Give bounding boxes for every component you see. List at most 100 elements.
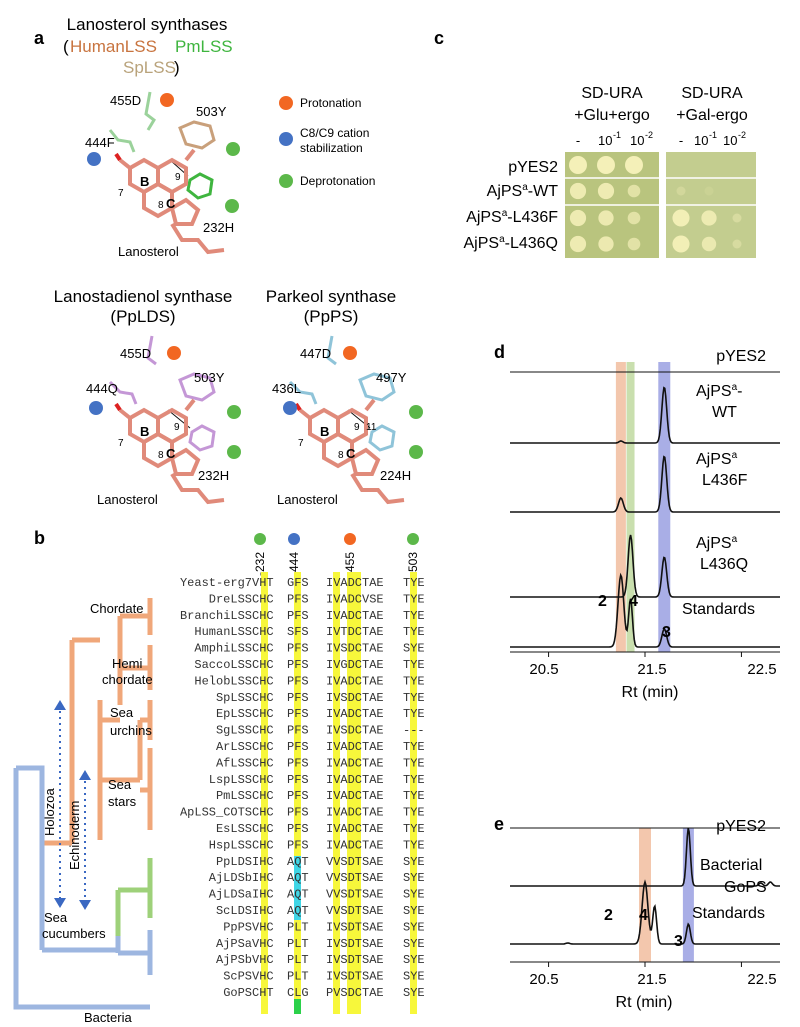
group-stars-2: stars bbox=[108, 794, 137, 809]
align-s2-5: PFS bbox=[287, 658, 309, 672]
spot-glu-3-2 bbox=[627, 237, 641, 251]
align-s3-20: VVSDTSAE bbox=[326, 904, 384, 918]
gal-header-2: +Gal-ergo bbox=[676, 107, 748, 124]
align-s4-15: TYE bbox=[403, 822, 425, 836]
pos-444: -444 bbox=[287, 552, 301, 576]
d-tick-0: 20.5 bbox=[529, 661, 558, 678]
align-s2-20: AQT bbox=[287, 904, 309, 918]
align-s2-23: PLT bbox=[287, 953, 309, 967]
align-s1-24: VHC bbox=[252, 970, 274, 984]
lss-stabilization-dot bbox=[87, 152, 101, 166]
align-s3-24: IVSDTSAE bbox=[326, 970, 384, 984]
align-s1-1: CHC bbox=[252, 592, 274, 606]
align-s1-9: CHC bbox=[252, 724, 274, 738]
trace-e-0: pYES2 bbox=[716, 818, 766, 835]
lds-deprotonation-dot-2 bbox=[227, 445, 241, 459]
align-s1-4: CHC bbox=[252, 642, 274, 656]
align-s3-14: IVADCTAE bbox=[326, 806, 384, 820]
lds-structure bbox=[108, 335, 226, 504]
spot-glu-2-0 bbox=[569, 209, 587, 227]
align-name-11: AfLSS bbox=[216, 756, 252, 770]
align-name-3: HumanLSS bbox=[194, 625, 252, 639]
group-echinoderm: Echinoderm bbox=[67, 801, 82, 870]
hl-232 bbox=[261, 572, 268, 1014]
align-s2-7: PFS bbox=[287, 691, 309, 705]
lss-deprotonation-dot-2 bbox=[225, 199, 239, 213]
align-name-20: ScLDS bbox=[216, 904, 252, 918]
align-s4-17: SYE bbox=[403, 855, 425, 869]
chart-e-trace-1 bbox=[510, 828, 780, 887]
group-cucumbers-2: cucumbers bbox=[42, 926, 106, 941]
align-s1-10: CHC bbox=[252, 740, 274, 754]
align-s4-3: TYE bbox=[403, 625, 425, 639]
align-s3-10: IVADCTAE bbox=[326, 740, 384, 754]
align-s2-21: PLT bbox=[287, 920, 309, 934]
peak-e-2: 2 bbox=[604, 907, 613, 924]
glu-header-2: +Glu+ergo bbox=[574, 107, 650, 124]
align-s1-20: IHC bbox=[252, 904, 274, 918]
pos-455: -455 bbox=[343, 552, 357, 576]
spot-gal-1-1 bbox=[704, 186, 714, 196]
align-s2-4: PFS bbox=[287, 642, 309, 656]
group-stars-1: Sea bbox=[108, 777, 132, 792]
chart-d-band-0 bbox=[615, 362, 626, 652]
align-name-25: GoPS bbox=[223, 986, 252, 1000]
trace-d-2: AjPSa bbox=[696, 450, 738, 468]
pps-subtitle: (PpPS) bbox=[304, 307, 359, 326]
align-s3-8: IVADCTAE bbox=[326, 707, 384, 721]
align-s4-11: TYE bbox=[403, 756, 425, 770]
align-s4-6: TYE bbox=[403, 674, 425, 688]
align-s3-2: IVADCTAE bbox=[326, 609, 384, 623]
align-s1-15: CHC bbox=[252, 822, 274, 836]
pps-protonation-dot bbox=[343, 346, 357, 360]
align-s1-19: IHC bbox=[252, 888, 274, 902]
panel-a-label: a bbox=[34, 28, 45, 48]
pps-res-224: 224H bbox=[380, 468, 411, 483]
pps-c7: 7 bbox=[298, 438, 304, 449]
align-s4-22: SYE bbox=[403, 937, 425, 951]
pos-503: -503 bbox=[406, 552, 420, 576]
align-s2-0: GFS bbox=[287, 576, 309, 590]
pps-c8: 8 bbox=[338, 450, 344, 461]
peak-e-4: 4 bbox=[639, 907, 648, 924]
pps-structure bbox=[288, 335, 406, 504]
hl-444-gops bbox=[294, 999, 301, 1014]
align-s3-22: IVSDTSAE bbox=[326, 937, 384, 951]
align-s1-16: CHC bbox=[252, 838, 274, 852]
gal-dil-3: 10 bbox=[723, 133, 737, 148]
align-name-18: AjLDSb bbox=[209, 871, 252, 885]
chart-d-trace-2 bbox=[510, 455, 780, 513]
align-name-2: BranchiLSS bbox=[180, 609, 252, 623]
align-s2-13: PFS bbox=[287, 789, 309, 803]
align-s4-10: TYE bbox=[403, 740, 425, 754]
e-tick-2: 22.5 bbox=[747, 971, 776, 988]
align-s3-12: IVADCTAE bbox=[326, 773, 384, 787]
align-s1-7: CHC bbox=[252, 691, 274, 705]
align-name-0: Yeast-erg7 bbox=[180, 576, 252, 590]
panel-c-label: c bbox=[434, 28, 444, 48]
align-s4-16: TYE bbox=[403, 838, 425, 852]
align-s4-4: SYE bbox=[403, 642, 425, 656]
pps-ring-c: C bbox=[346, 446, 356, 461]
hl-455a bbox=[333, 572, 340, 1014]
glu-dil-3: 10 bbox=[630, 133, 644, 148]
lss-c7: 7 bbox=[118, 188, 124, 199]
peak-d-4: 4 bbox=[629, 593, 638, 610]
lss-res-455: 455D bbox=[110, 93, 141, 108]
align-s1-18: IHC bbox=[252, 871, 274, 885]
align-name-9: SgLSS bbox=[216, 724, 252, 738]
lds-protonation-dot bbox=[167, 346, 181, 360]
group-bacteria: Bacteria bbox=[84, 1010, 132, 1025]
group-urchins-2: urchins bbox=[110, 723, 152, 738]
align-s4-19: SYE bbox=[403, 888, 425, 902]
e-tick-0: 20.5 bbox=[529, 971, 558, 988]
align-s3-13: IVADCTAE bbox=[326, 789, 384, 803]
gal-dil-2: 10 bbox=[694, 133, 708, 148]
align-s3-11: IVADCTAE bbox=[326, 756, 384, 770]
trace-e-1: Bacterial bbox=[700, 857, 762, 874]
lds-c8: 8 bbox=[158, 450, 164, 461]
align-name-7: SpLSS bbox=[216, 691, 252, 705]
align-s3-7: IVSDCTAE bbox=[326, 691, 384, 705]
peak-d-3: 3 bbox=[662, 624, 671, 641]
